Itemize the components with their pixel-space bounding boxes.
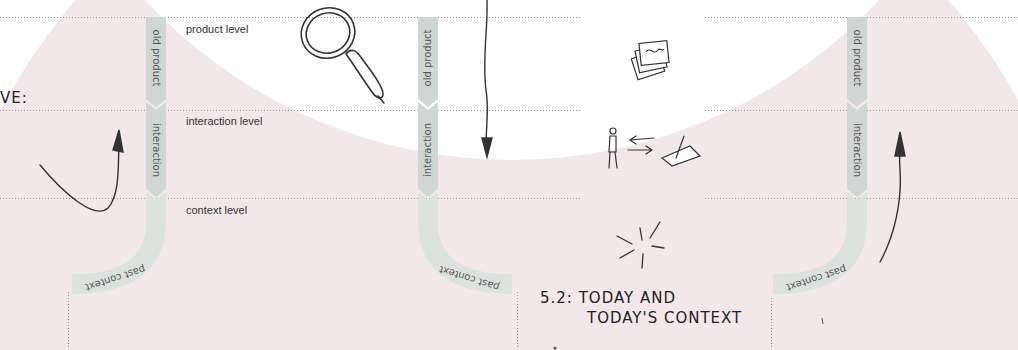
chevron-segment: interaction — [847, 102, 867, 197]
band-label: old product — [422, 30, 434, 87]
chevron-top — [418, 192, 438, 201]
band-label: interaction — [851, 123, 863, 177]
chevron-shape — [146, 102, 166, 197]
band-label: old product — [851, 30, 863, 87]
chevron-segment: old product — [847, 17, 867, 107]
hand-arrows — [40, 0, 905, 262]
chevron-segment: interaction — [146, 102, 166, 197]
level-label: interaction level — [186, 115, 262, 127]
dot-mark — [554, 347, 557, 350]
tick-mark — [822, 318, 823, 324]
band-label: interaction — [150, 123, 162, 177]
band-label: old product — [150, 30, 162, 87]
curved-band-segment: past context — [757, 192, 867, 297]
section-title: 5.2: TODAY AND TODAY'S CONTEXT — [540, 288, 750, 328]
level-label: product level — [186, 23, 248, 35]
chevron-shape — [146, 17, 166, 107]
chevron-segment: interaction — [418, 102, 438, 197]
papers-icon — [631, 41, 669, 80]
chevron-shape — [847, 17, 867, 107]
cut-heading: VE: — [0, 88, 28, 108]
chevron-shape — [418, 17, 438, 107]
curved-band-segment: past context — [56, 192, 166, 297]
magnifier-icon — [294, 0, 384, 103]
interaction-icon — [609, 128, 700, 168]
curved-band-segment: past context — [418, 192, 528, 297]
chevron-top — [847, 192, 867, 201]
chevron-segment: old product — [418, 17, 438, 107]
chevron-top — [146, 192, 166, 201]
band-label: interaction — [422, 123, 434, 177]
chevron-shape — [418, 102, 438, 197]
level-label: context level — [186, 204, 247, 216]
dotted-guides — [0, 18, 1018, 350]
spark-icon — [617, 222, 664, 268]
chevron-shape — [847, 102, 867, 197]
chevron-segment: old product — [146, 17, 166, 107]
